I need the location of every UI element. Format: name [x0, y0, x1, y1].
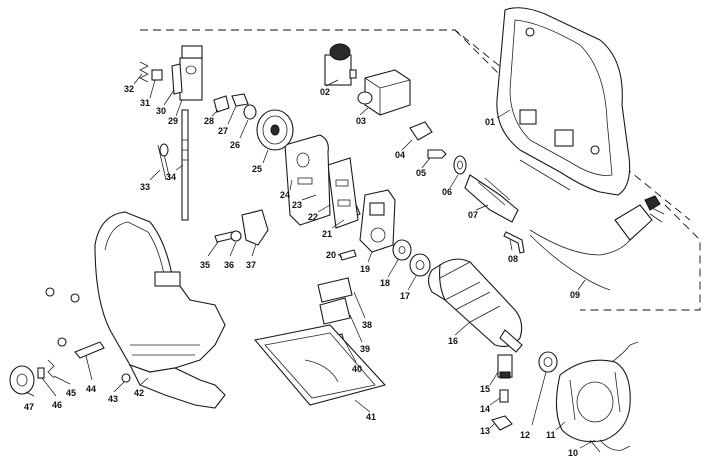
callout-05: 05	[416, 168, 426, 178]
part-12-bearing	[538, 351, 558, 373]
callout-13: 13	[480, 426, 490, 436]
part-33-support-roller	[157, 143, 171, 181]
callout-18: 18	[380, 278, 390, 288]
callout-labels: 01 02 03 04 05 06 07 08 09 10 11 12 13 1…	[24, 73, 596, 458]
callout-12: 12	[520, 430, 530, 440]
part-30-plate	[171, 63, 183, 95]
part-42-housing-half	[94, 211, 226, 409]
callout-20: 20	[326, 250, 336, 260]
part-07-cable-sleeve	[464, 174, 519, 223]
callout-42: 42	[134, 388, 144, 398]
part-20-screw	[339, 249, 357, 261]
callout-47: 47	[24, 402, 34, 412]
part-37-clamp-lever	[241, 209, 269, 246]
callout-28: 28	[204, 116, 214, 126]
part-27-nut	[231, 93, 249, 107]
part-39-guard	[319, 297, 351, 325]
callout-24: 24	[280, 190, 290, 200]
callout-01: 01	[485, 117, 495, 127]
callout-38: 38	[362, 320, 372, 330]
part-46-shaft	[37, 367, 45, 379]
callout-02: 02	[320, 87, 330, 97]
callout-29: 29	[168, 116, 178, 126]
part-28-sleeve	[213, 95, 230, 113]
callout-32: 32	[124, 84, 134, 94]
callout-27: 27	[218, 126, 228, 136]
part-15-brush-holder	[497, 354, 513, 379]
callout-33: 33	[140, 182, 150, 192]
part-22-slider-plate	[327, 157, 359, 229]
part-44-pin	[74, 341, 105, 359]
callout-44: 44	[86, 384, 96, 394]
part-45-spring	[47, 359, 55, 379]
part-43-screws	[45, 287, 131, 383]
callout-10: 10	[568, 448, 578, 458]
part-16-armature	[427, 258, 523, 353]
assembly-dashed-lines	[140, 29, 701, 311]
callout-09: 09	[570, 290, 580, 300]
part-34-plunger	[181, 109, 189, 221]
callout-25: 25	[252, 164, 262, 174]
callout-46: 46	[52, 400, 62, 410]
part-38-plate	[317, 277, 353, 303]
part-05-pin	[427, 149, 447, 159]
callout-41: 41	[366, 412, 376, 422]
part-01-housing-half	[496, 7, 631, 196]
part-03-switch-body	[357, 69, 411, 116]
part-04-bracket	[409, 121, 433, 141]
callout-43: 43	[108, 394, 118, 404]
part-17-bearing	[409, 253, 431, 277]
callout-22: 22	[308, 212, 318, 222]
callout-26: 26	[230, 140, 240, 150]
callout-17: 17	[400, 291, 410, 301]
part-41-base-plate	[253, 324, 387, 406]
callout-36: 36	[224, 260, 234, 270]
callout-15: 15	[480, 384, 490, 394]
callout-30: 30	[156, 106, 166, 116]
callout-37: 37	[246, 260, 256, 270]
part-06-washer	[453, 155, 467, 175]
part-19-gear-housing	[359, 189, 396, 253]
callout-03: 03	[356, 116, 366, 126]
callout-45: 45	[66, 388, 76, 398]
part-13-brush-holder	[491, 415, 513, 431]
callout-19: 19	[360, 264, 370, 274]
part-24-guide-plate	[284, 134, 331, 226]
callout-40: 40	[352, 364, 362, 374]
callout-31: 31	[140, 98, 150, 108]
part-25-gear	[256, 109, 294, 151]
part-32-spring	[139, 61, 149, 83]
callout-16: 16	[448, 336, 458, 346]
part-47-knob	[9, 365, 35, 395]
callout-34: 34	[166, 172, 176, 182]
callout-11: 11	[546, 430, 556, 440]
callout-06: 06	[442, 187, 452, 197]
callout-04: 04	[395, 150, 405, 160]
part-11-stator	[555, 359, 631, 443]
callout-08: 08	[508, 254, 518, 264]
callout-39: 39	[360, 344, 370, 354]
part-02-switch	[324, 43, 357, 86]
callout-23: 23	[292, 200, 302, 210]
part-09-power-cord	[529, 195, 665, 291]
part-31-screw	[151, 69, 163, 81]
part-26-bearing	[243, 104, 257, 120]
part-29-plunger-holder	[179, 45, 203, 101]
part-10-stator-leads	[589, 341, 639, 453]
part-08-hex-key	[503, 231, 525, 254]
part-36-clamp-pin	[230, 230, 242, 242]
callout-21: 21	[322, 229, 332, 239]
callout-14: 14	[480, 404, 490, 414]
part-18-washer	[392, 239, 412, 261]
callout-07: 07	[468, 210, 478, 220]
part-14-brush	[499, 389, 509, 403]
callout-35: 35	[200, 260, 210, 270]
